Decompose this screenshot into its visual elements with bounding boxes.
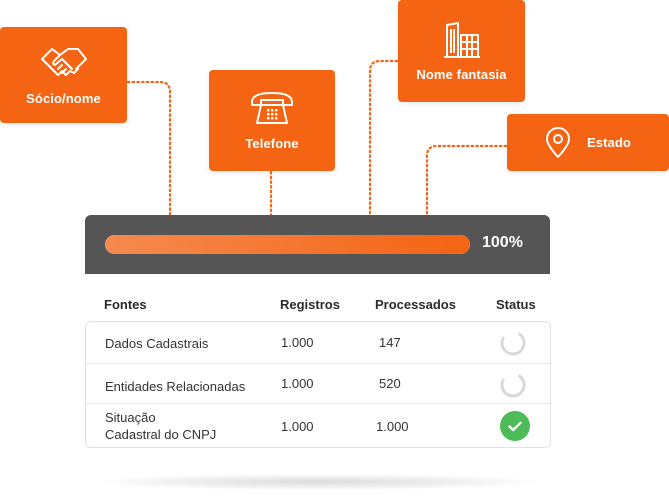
location-pin-icon — [545, 126, 571, 159]
cell-registros: 1.000 — [281, 376, 314, 391]
header-fontes: Fontes — [104, 297, 147, 312]
header-status: Status — [496, 297, 536, 312]
card-socio-nome: Sócio/nome — [0, 27, 127, 123]
card-estado: Estado — [507, 114, 669, 171]
loading-spinner-icon — [499, 329, 527, 360]
cell-registros: 1.000 — [281, 335, 314, 350]
card-telefone-label: Telefone — [245, 136, 299, 151]
loading-spinner-icon — [499, 371, 527, 402]
sources-table: Fontes Registros Processados Status Dado… — [85, 274, 551, 494]
table-row: Situação Cadastral do CNPJ 1.000 1.000 — [86, 403, 550, 448]
table-header: Fontes Registros Processados Status — [85, 297, 550, 317]
cell-fonte-line1: Situação — [105, 410, 156, 425]
cell-fonte: Dados Cadastrais — [105, 336, 209, 351]
card-nome-fantasia-label: Nome fantasia — [416, 66, 507, 82]
card-socio-label: Sócio/nome — [26, 90, 101, 106]
cell-fonte: Situação Cadastral do CNPJ — [105, 409, 216, 443]
cell-registros: 1.000 — [281, 419, 314, 434]
check-circle-icon — [500, 411, 530, 441]
building-icon — [442, 21, 482, 59]
card-telefone: Telefone — [209, 70, 335, 171]
cell-processados: 520 — [379, 376, 401, 391]
cell-processados: 1.000 — [376, 419, 409, 434]
progress-percent: 100% — [482, 234, 523, 251]
header-processados: Processados — [375, 297, 456, 312]
table-row: Entidades Relacionadas 1.000 520 — [86, 363, 550, 404]
table-shadow — [95, 474, 540, 490]
table-row: Dados Cadastrais 1.000 147 — [86, 322, 550, 363]
telephone-icon — [249, 90, 295, 126]
card-estado-label: Estado — [587, 135, 631, 150]
cell-fonte-line2: Cadastral do CNPJ — [105, 427, 217, 442]
progress-bar — [105, 235, 470, 254]
card-nome-fantasia: Nome fantasia — [398, 0, 525, 102]
progress-fill — [105, 235, 470, 254]
table-body: Dados Cadastrais 1.000 147 Entidades Rel… — [85, 321, 551, 448]
header-registros: Registros — [280, 297, 340, 312]
handshake-icon — [40, 45, 88, 79]
progress-panel: 100% — [85, 215, 550, 274]
cell-processados: 147 — [379, 335, 401, 350]
cell-fonte: Entidades Relacionadas — [105, 379, 246, 394]
